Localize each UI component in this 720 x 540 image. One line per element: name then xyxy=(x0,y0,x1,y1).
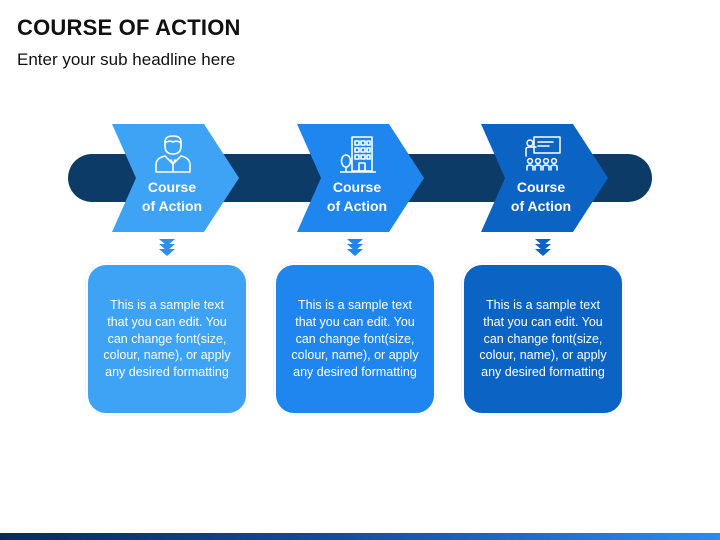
step-1-chevron: Course of Action xyxy=(112,124,239,232)
step-3-chevron: Course of Action xyxy=(481,124,608,232)
down-arrow-icon xyxy=(347,239,363,256)
chevron-shape xyxy=(112,124,239,232)
step-2-description-card[interactable]: This is a sample text that you can edit.… xyxy=(274,263,436,415)
footer-bar xyxy=(0,533,720,540)
step-1-label: Course of Action xyxy=(141,179,203,214)
step-3-description: This is a sample text that you can edit.… xyxy=(479,298,607,380)
step-2-description: This is a sample text that you can edit.… xyxy=(291,298,419,380)
building-icon xyxy=(340,136,376,173)
down-arrow-icon xyxy=(535,239,551,256)
page-title: COURSE OF ACTION xyxy=(17,15,241,40)
chevron-shape xyxy=(481,124,608,232)
page-subtitle: Enter your sub headline here xyxy=(17,50,236,69)
step-2-label: Course of Action xyxy=(326,179,388,214)
step-1-description: This is a sample text that you can edit.… xyxy=(103,298,231,380)
down-arrow-icon xyxy=(159,239,175,256)
step-3-description-card[interactable]: This is a sample text that you can edit.… xyxy=(462,263,624,415)
step-2-chevron: Course of Action xyxy=(297,124,424,232)
presentation-icon xyxy=(525,136,561,171)
person-icon xyxy=(155,135,191,173)
chevron-shape xyxy=(297,124,424,232)
step-3-label: Course of Action xyxy=(510,179,572,214)
step-1-description-card[interactable]: This is a sample text that you can edit.… xyxy=(86,263,248,415)
